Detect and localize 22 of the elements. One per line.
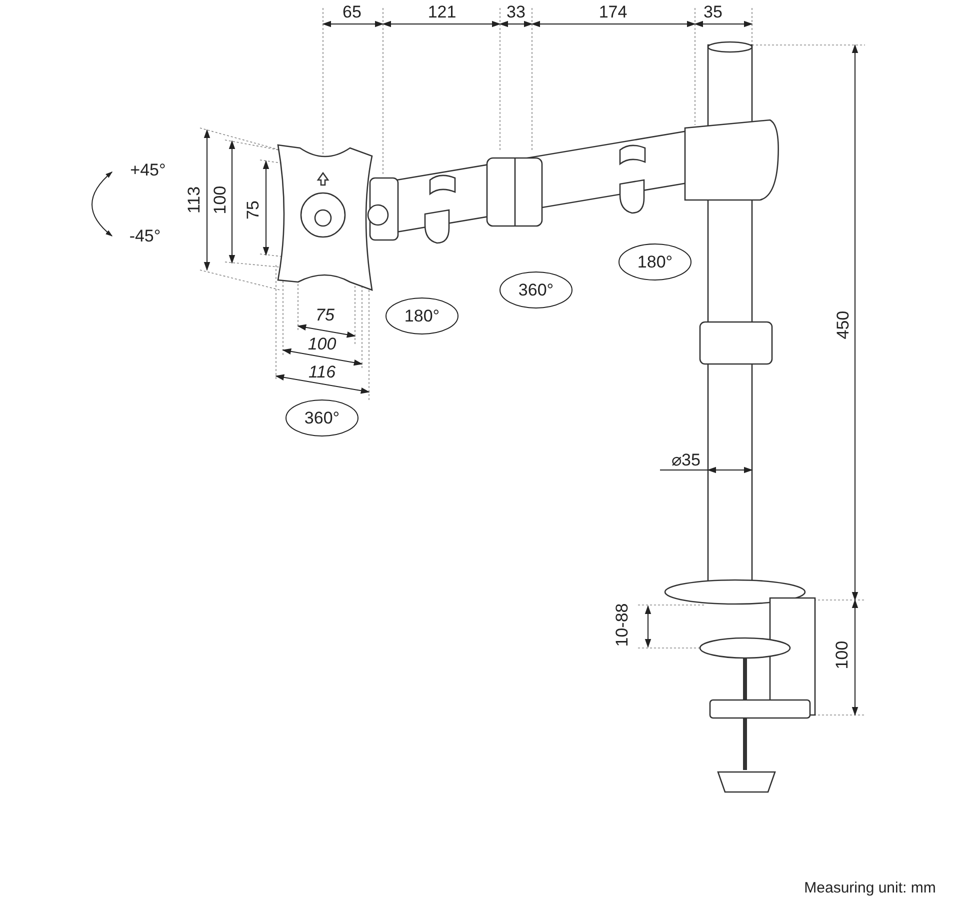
dimension-label: 65 xyxy=(342,4,362,20)
rotation-angle: -45° xyxy=(129,228,161,244)
dimension-label: 113 xyxy=(186,186,202,214)
rotation-angle: 180° xyxy=(637,254,673,270)
dimension-label: ⌀35 xyxy=(672,452,700,468)
dimension-label: 35 xyxy=(704,4,722,20)
dimension-label: 10-88 xyxy=(614,603,630,647)
rotation-angle: 360° xyxy=(304,410,340,426)
dimension-label: 450 xyxy=(834,310,852,340)
dimension-label: 116 xyxy=(308,364,336,380)
dimension-label: 33 xyxy=(506,4,526,20)
unit-note: Measuring unit: mm xyxy=(804,880,936,896)
dimension-label: 75 xyxy=(316,306,334,324)
rotation-angle: 360° xyxy=(518,282,554,298)
dimension-label: 75 xyxy=(244,200,262,220)
dimension-label: 100 xyxy=(308,336,336,352)
dimension-label: 100 xyxy=(212,186,228,214)
rotation-angle: +45° xyxy=(130,162,166,178)
rotation-angle: 180° xyxy=(404,308,440,324)
dimension-label: 100 xyxy=(834,640,850,670)
dimension-label: 174 xyxy=(598,4,628,20)
dimension-label: 121 xyxy=(428,4,456,20)
